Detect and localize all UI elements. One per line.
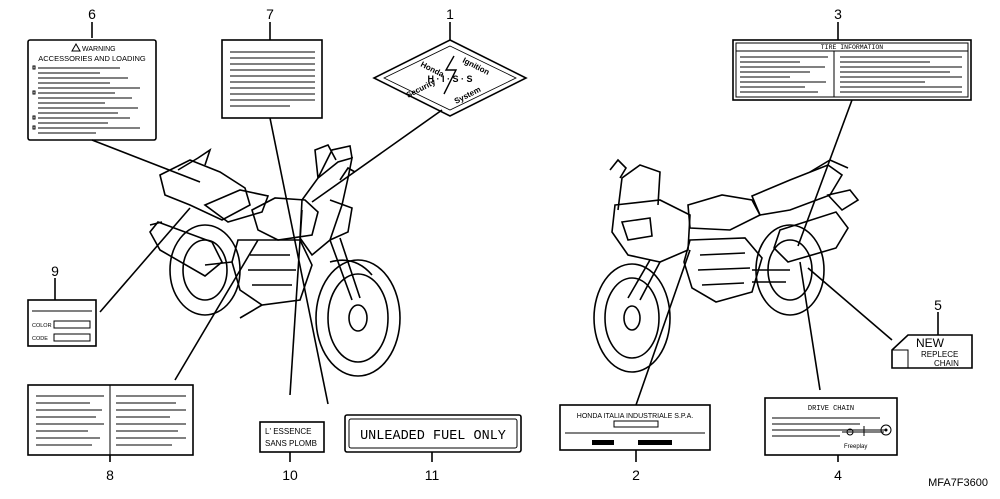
drive-chain-title: DRIVE CHAIN	[808, 405, 854, 413]
callout-4: 4	[834, 467, 842, 483]
callout-9: 9	[51, 263, 59, 279]
callout-numbers: 1 2 3 4 5 6 7 8 9 10 11	[51, 6, 942, 483]
color-label: COLOR	[32, 323, 52, 329]
label-9-color-code: COLOR CODE	[27, 299, 97, 347]
callout-10: 10	[282, 467, 298, 483]
label-1-hiss-badge: Honda Ignition H · I · S · S Security Sy…	[372, 39, 528, 117]
label-11-unleaded-fuel: UNLEADED FUEL ONLY	[344, 414, 522, 453]
callout-5: 5	[934, 297, 942, 313]
label-6-warning-accessories: WARNING ACCESSORIES AND LOADING	[27, 39, 157, 141]
key-bolt-icon	[443, 55, 458, 95]
callout-3: 3	[834, 6, 842, 22]
essence-line1: L' ESSENCE	[265, 427, 311, 436]
label-7-info-plate	[221, 39, 323, 119]
diagram-code: MFA7F3600	[928, 477, 988, 489]
label-8-info-panel	[27, 384, 194, 456]
callout-2: 2	[632, 467, 640, 483]
warning-title: WARNING	[82, 46, 116, 53]
manufacturer-text: HONDA ITALIA INDUSTRIALE S.P.A.	[577, 413, 693, 420]
hiss-center: H · I · S · S	[428, 74, 473, 84]
tire-title: TIRE INFORMATION	[821, 44, 884, 51]
new-title: NEW	[916, 336, 945, 350]
label-4-drive-chain: DRIVE CHAIN Freeplay	[764, 397, 898, 456]
new-line2: REPLECE	[921, 350, 958, 359]
essence-line2: SANS PLOMB	[265, 439, 317, 448]
callout-7: 7	[266, 6, 274, 22]
motorcycle-left-view	[149, 143, 401, 377]
label-3-tire-information: TIRE INFORMATION	[732, 39, 972, 101]
callout-8: 8	[106, 467, 114, 483]
warning-subtitle: ACCESSORIES AND LOADING	[38, 54, 146, 63]
warning-triangle-icon	[71, 42, 81, 52]
label-2-manufacturer-plate: HONDA ITALIA INDUSTRIALE S.P.A.	[559, 404, 711, 451]
freeplay-text: Freeplay	[844, 444, 867, 450]
code-label: CODE	[32, 336, 48, 342]
unleaded-text: UNLEADED FUEL ONLY	[360, 429, 506, 444]
chain-adjust-icon	[842, 424, 892, 436]
label-5-new-chain: NEW REPLECE CHAIN	[891, 334, 973, 369]
leader-lines	[54, 22, 939, 462]
new-line3: CHAIN	[934, 359, 959, 368]
label-10-essence-sans-plomb: L' ESSENCE SANS PLOMB	[259, 421, 325, 453]
callout-11: 11	[425, 467, 440, 483]
motorcycle-right-view	[593, 158, 860, 373]
callout-1: 1	[446, 6, 454, 22]
callout-6: 6	[88, 6, 96, 22]
